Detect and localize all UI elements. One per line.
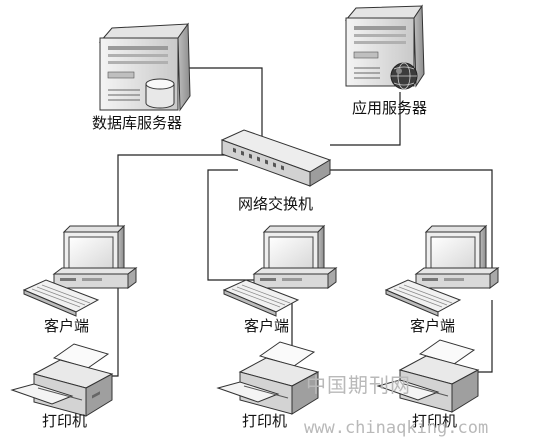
right-printer-link — [470, 300, 493, 373]
client-computer-icon-right — [384, 224, 500, 317]
printer-icon-right — [376, 339, 480, 413]
watermark-url: www.chinaqking.com — [304, 418, 489, 438]
printer-label-right: 打印机 — [412, 412, 458, 430]
database-server-icon — [98, 22, 191, 112]
connection-lines — [85, 67, 493, 377]
db-server-link — [168, 67, 263, 140]
client-label-middle: 客户端 — [244, 317, 290, 335]
left-client-link — [117, 154, 240, 258]
db-server-label: 数据库服务器 — [92, 114, 183, 132]
client-computer-icon-middle — [222, 224, 338, 317]
app-server-label: 应用服务器 — [352, 99, 428, 117]
client-computer-icon-left — [22, 224, 138, 317]
right-client-link — [322, 169, 493, 268]
network-switch-icon — [220, 129, 332, 187]
printer-label-middle: 打印机 — [242, 412, 288, 430]
client-label-right: 客户端 — [410, 317, 456, 335]
printer-label-left: 打印机 — [42, 412, 88, 430]
app-server-link — [330, 92, 401, 146]
switch-label: 网络交换机 — [238, 195, 314, 213]
printer-icon-middle — [216, 341, 320, 415]
printer-icon-left — [10, 343, 114, 417]
client-label-left: 客户端 — [44, 317, 90, 335]
watermark-title: 中国期刊网 — [306, 373, 411, 397]
middle-client-link — [207, 169, 262, 281]
application-server-icon — [344, 4, 425, 90]
